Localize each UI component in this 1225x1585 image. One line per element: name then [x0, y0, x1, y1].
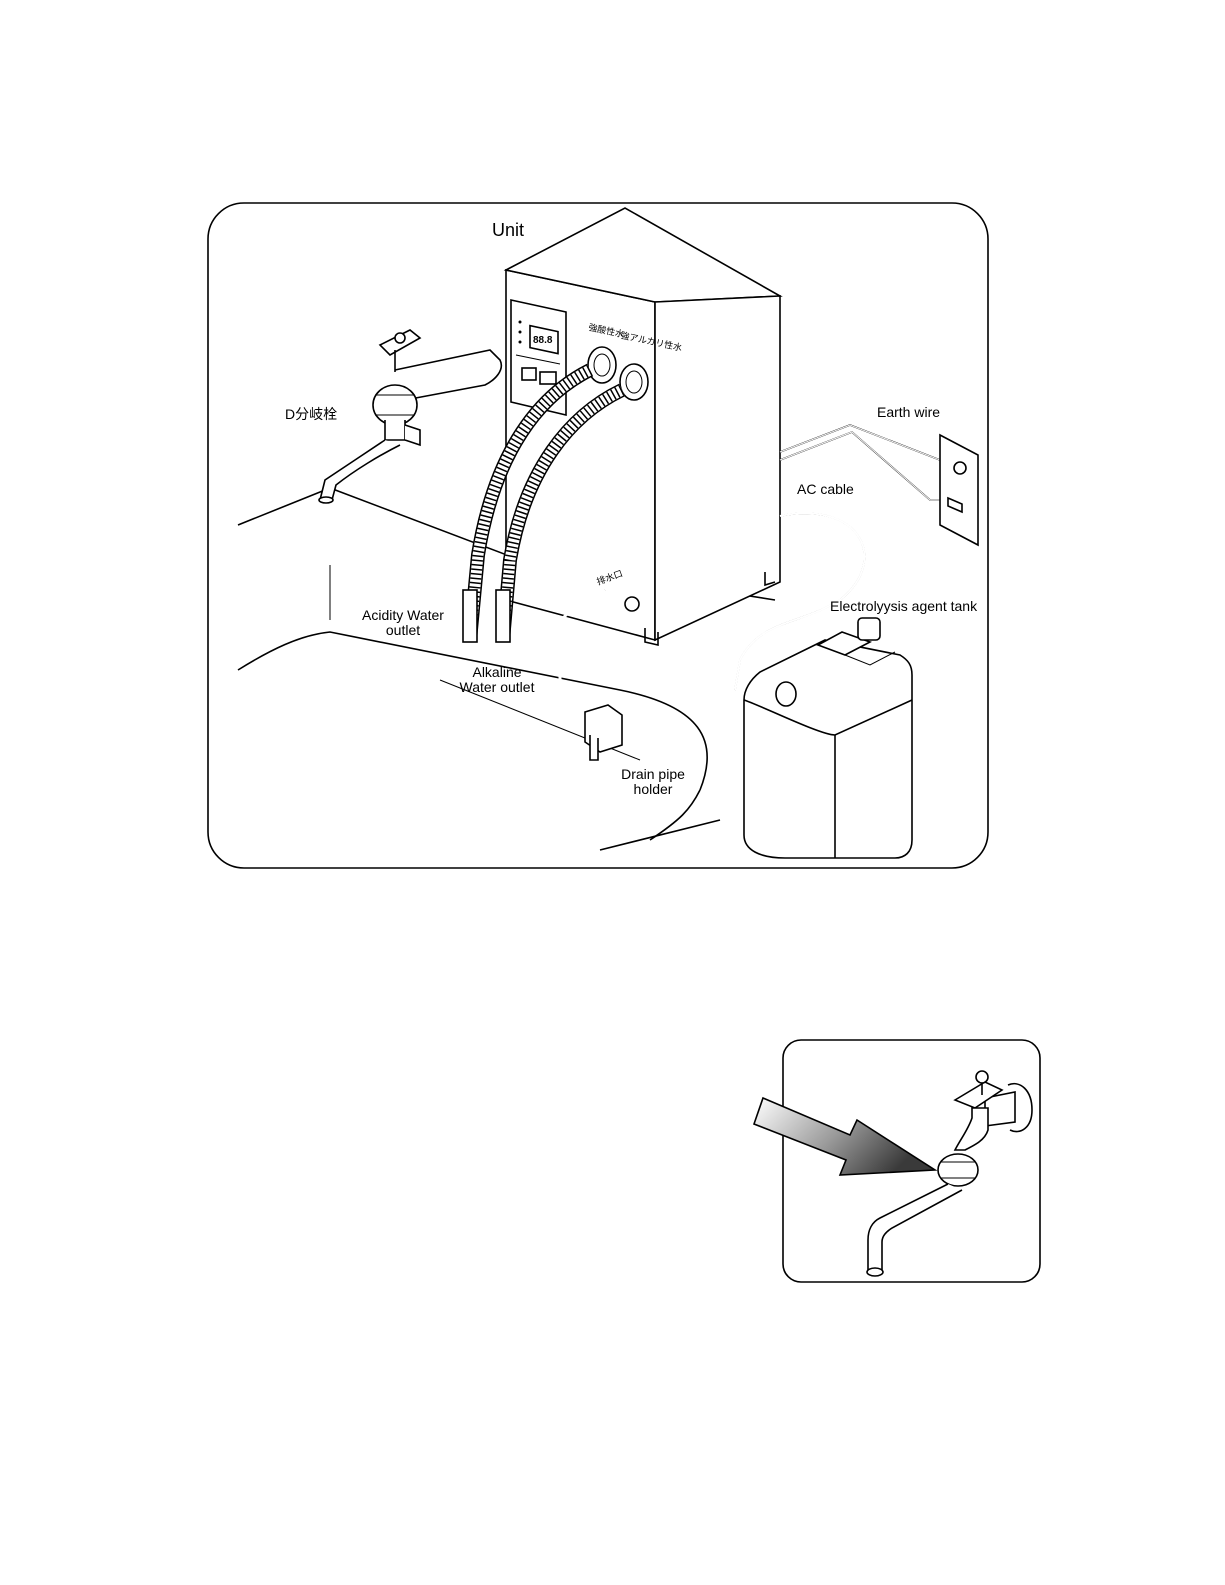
label-drain-line2: holder [634, 781, 673, 797]
unit-body [506, 208, 780, 645]
label-agent-tank: Electrolyysis agent tank [830, 598, 978, 614]
label-alkaline-line1: Alkaline [472, 664, 521, 680]
agent-tank [744, 618, 912, 858]
label-acidity-line1: Acidity Water [362, 607, 444, 623]
label-drain-line1: Drain pipe [621, 766, 685, 782]
panel-button-left[interactable] [522, 368, 536, 380]
inset-panel [754, 1040, 1040, 1282]
label-earth-wire: Earth wire [877, 404, 940, 420]
label-ac-cable: AC cable [797, 481, 854, 497]
arrow-icon [754, 1098, 935, 1175]
label-unit: Unit [492, 220, 524, 240]
display-readout: 88.8 [533, 335, 553, 346]
faucet-detail-icon [867, 1071, 1032, 1276]
label-alkaline-line2: Water outlet [460, 679, 535, 695]
wall-outlet-icon [940, 435, 978, 545]
faucet-icon [319, 330, 501, 503]
label-faucet: D分岐栓 [285, 406, 337, 422]
panel-button-right[interactable] [540, 372, 556, 384]
main-panel: 88.8 強酸性水 強アルカリ性水 [208, 203, 988, 868]
drain-pipe-holder [585, 705, 622, 760]
label-acidity-line2: outlet [386, 622, 420, 638]
